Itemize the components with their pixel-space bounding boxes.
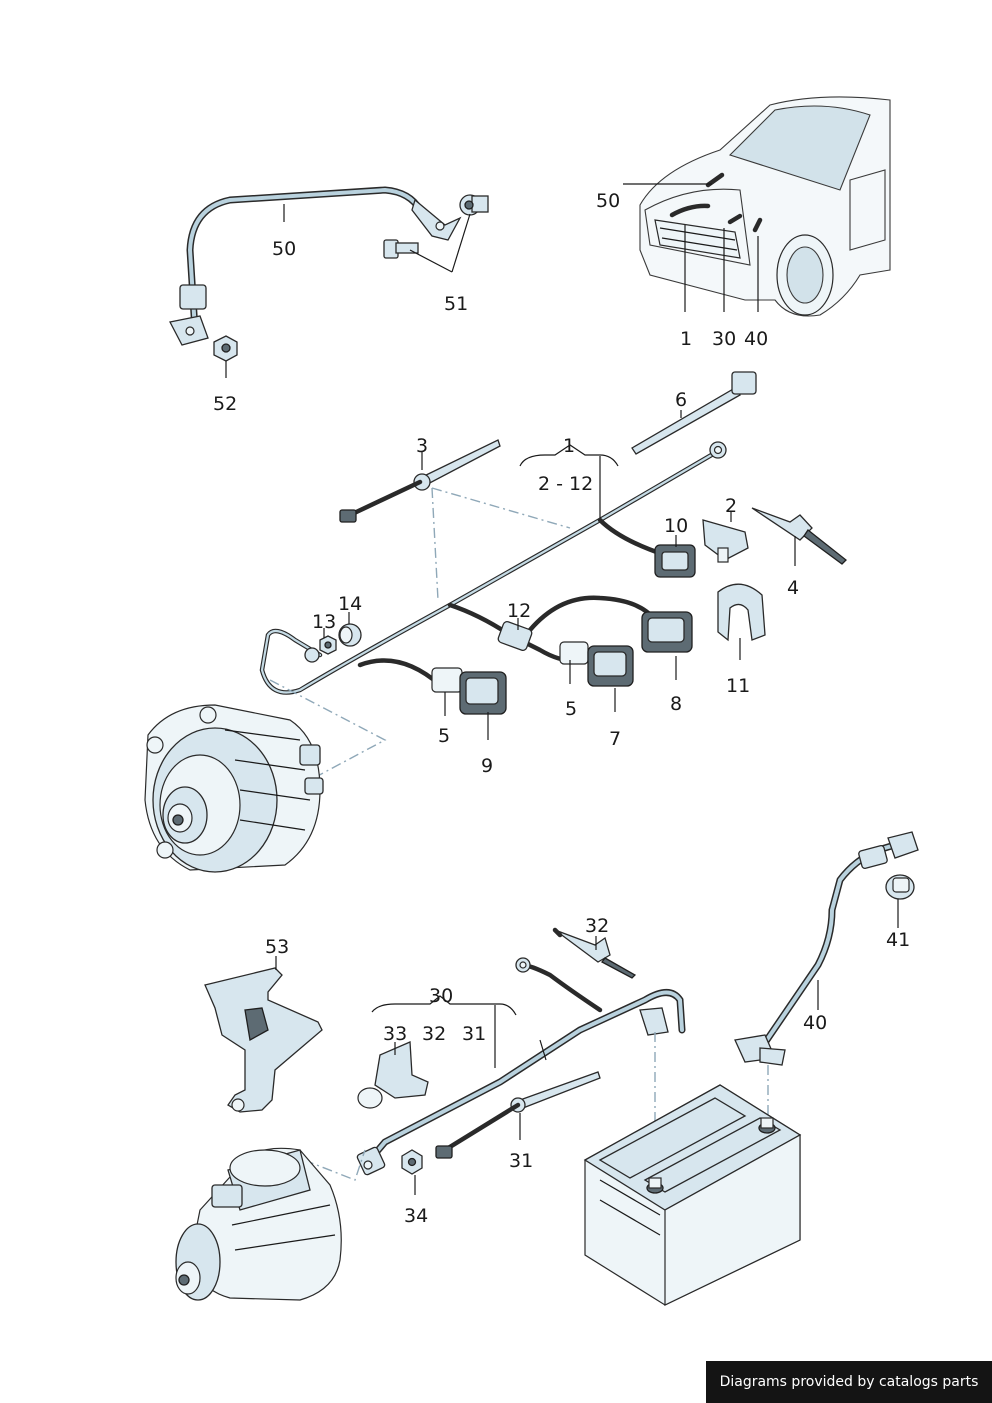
positive-cable-40	[734, 831, 919, 1066]
holder-4	[751, 507, 847, 565]
label-2-12: 2 - 12	[538, 473, 593, 495]
label-3: 3	[416, 435, 428, 457]
holder-32	[552, 927, 637, 979]
cable-tie-6	[631, 371, 757, 455]
label-50-top: 50	[272, 238, 296, 260]
label-9: 9	[481, 755, 493, 777]
label-33: 33	[383, 1023, 407, 1045]
label-6: 6	[675, 389, 687, 411]
vehicle-front-view	[623, 96, 891, 317]
callout-labels: 50 51 52 50 1 30 40 6 3 1 2 - 12 10 2 4 …	[213, 190, 910, 1227]
label-34: 34	[404, 1205, 428, 1227]
label-1-car: 1	[680, 328, 692, 350]
label-51: 51	[444, 293, 468, 315]
cap-41	[885, 874, 915, 900]
label-11: 11	[726, 675, 750, 697]
label-5-right: 5	[565, 698, 577, 720]
battery-terminal-neg	[646, 1177, 664, 1194]
label-32-top: 32	[585, 915, 609, 937]
label-4: 4	[787, 577, 799, 599]
label-13: 13	[312, 611, 336, 633]
label-1-group: 1	[563, 435, 575, 457]
label-12: 12	[507, 600, 531, 622]
connector-7	[559, 641, 634, 687]
wiring-harness-assembly	[259, 371, 847, 781]
label-5-left: 5	[438, 725, 450, 747]
label-7: 7	[609, 728, 621, 750]
label-30-car: 30	[712, 328, 736, 350]
battery	[583, 1084, 802, 1306]
battery-terminal-pos	[758, 1117, 776, 1134]
housing-33	[357, 1041, 429, 1109]
label-8: 8	[670, 693, 682, 715]
label-31: 31	[462, 1023, 486, 1045]
eyelet-terminal	[709, 441, 727, 459]
credit-text: Diagrams provided by catalogs parts	[719, 1374, 979, 1390]
label-53: 53	[265, 936, 289, 958]
label-50-car: 50	[596, 190, 620, 212]
connector-10	[654, 544, 696, 578]
cable-tie-31	[435, 1071, 601, 1159]
clip-2	[702, 519, 749, 563]
bracket-11	[717, 583, 766, 642]
label-40: 40	[803, 1012, 827, 1034]
label-41: 41	[886, 929, 910, 951]
cap-14	[338, 623, 362, 647]
starter-harness-30	[303, 927, 769, 1195]
connector-8	[641, 611, 693, 653]
bolt-51-b	[459, 194, 489, 216]
alternator	[144, 704, 324, 873]
nut-13	[319, 635, 337, 655]
label-52: 52	[213, 393, 237, 415]
bolt-51-a	[383, 239, 419, 259]
label-31-bottom: 31	[509, 1150, 533, 1172]
nut-34	[401, 1149, 423, 1175]
ground-cable-assembly	[169, 186, 489, 378]
label-14: 14	[338, 593, 362, 615]
credit-banner: Diagrams provided by catalogs parts	[706, 1361, 992, 1403]
starter-motor	[175, 1147, 342, 1301]
label-30-group: 30	[429, 985, 453, 1007]
cable-tie-3	[339, 439, 501, 523]
bracket-53	[204, 956, 323, 1113]
connector-9	[431, 667, 507, 715]
label-40-car: 40	[744, 328, 768, 350]
label-10: 10	[664, 515, 688, 537]
nut-52	[213, 335, 238, 362]
label-32: 32	[422, 1023, 446, 1045]
label-2: 2	[725, 495, 737, 517]
